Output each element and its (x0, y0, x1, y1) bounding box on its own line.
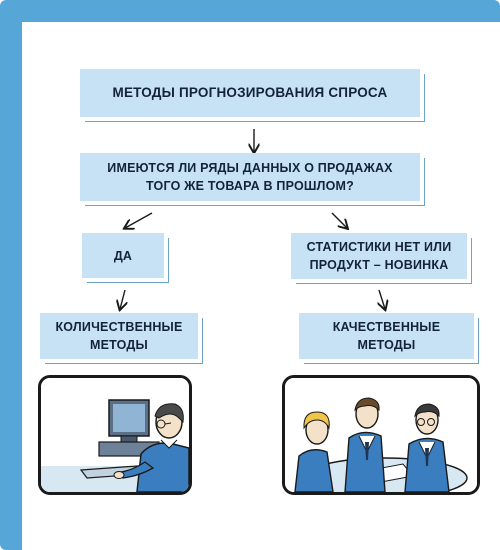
group-meeting-icon (285, 378, 477, 492)
title-text: МЕТОДЫ ПРОГНОЗИРОВАНИЯ СПРОСА (112, 85, 388, 100)
computer-user-illustration (38, 375, 192, 495)
arrow-question-to-no (331, 212, 347, 228)
title-box: МЕТОДЫ ПРОГНОЗИРОВАНИЯ СПРОСА (80, 69, 425, 122)
quantitative-line-2: МЕТОДЫ (90, 338, 148, 352)
arrow-question-to-yes (125, 212, 153, 228)
flow-arrows (22, 129, 500, 550)
qualitative-line-2: МЕТОДЫ (357, 338, 416, 352)
question-line-2: ТОГО ЖЕ ТОВАРА В ПРОШЛОМ? (146, 179, 354, 193)
no-box: СТАТИСТИКИ НЕТ ИЛИ ПРОДУКТ – НОВИНКА (291, 233, 472, 284)
question-box: ИМЕЮТСЯ ЛИ РЯДЫ ДАННЫХ О ПРОДАЖАХ ТОГО Ж… (80, 153, 425, 206)
quantitative-methods-box: КОЛИЧЕСТВЕННЫЕ МЕТОДЫ (40, 313, 203, 364)
qualitative-line-1: КАЧЕСТВЕННЫЕ (332, 320, 441, 334)
arrow-no-to-qualitative (379, 289, 385, 309)
no-label-line-1: СТАТИСТИКИ НЕТ ИЛИ (306, 240, 452, 254)
qualitative-methods-box: КАЧЕСТВЕННЫЕ МЕТОДЫ (299, 313, 479, 364)
arrow-yes-to-quantitative (120, 289, 125, 309)
question-line-1: ИМЕЮТСЯ ЛИ РЯДЫ ДАННЫХ О ПРОДАЖАХ (107, 161, 393, 175)
page-canvas: МЕТОДЫ ПРОГНОЗИРОВАНИЯ СПРОСА ИМЕЮТСЯ ЛИ… (22, 22, 500, 550)
yes-label: ДА (113, 248, 133, 263)
meeting-illustration (282, 375, 480, 495)
quantitative-line-1: КОЛИЧЕСТВЕННЫЕ (55, 320, 183, 334)
yes-box: ДА (82, 233, 169, 283)
no-label-line-2: ПРОДУКТ – НОВИНКА (309, 258, 449, 272)
person-at-computer-icon (41, 378, 189, 492)
